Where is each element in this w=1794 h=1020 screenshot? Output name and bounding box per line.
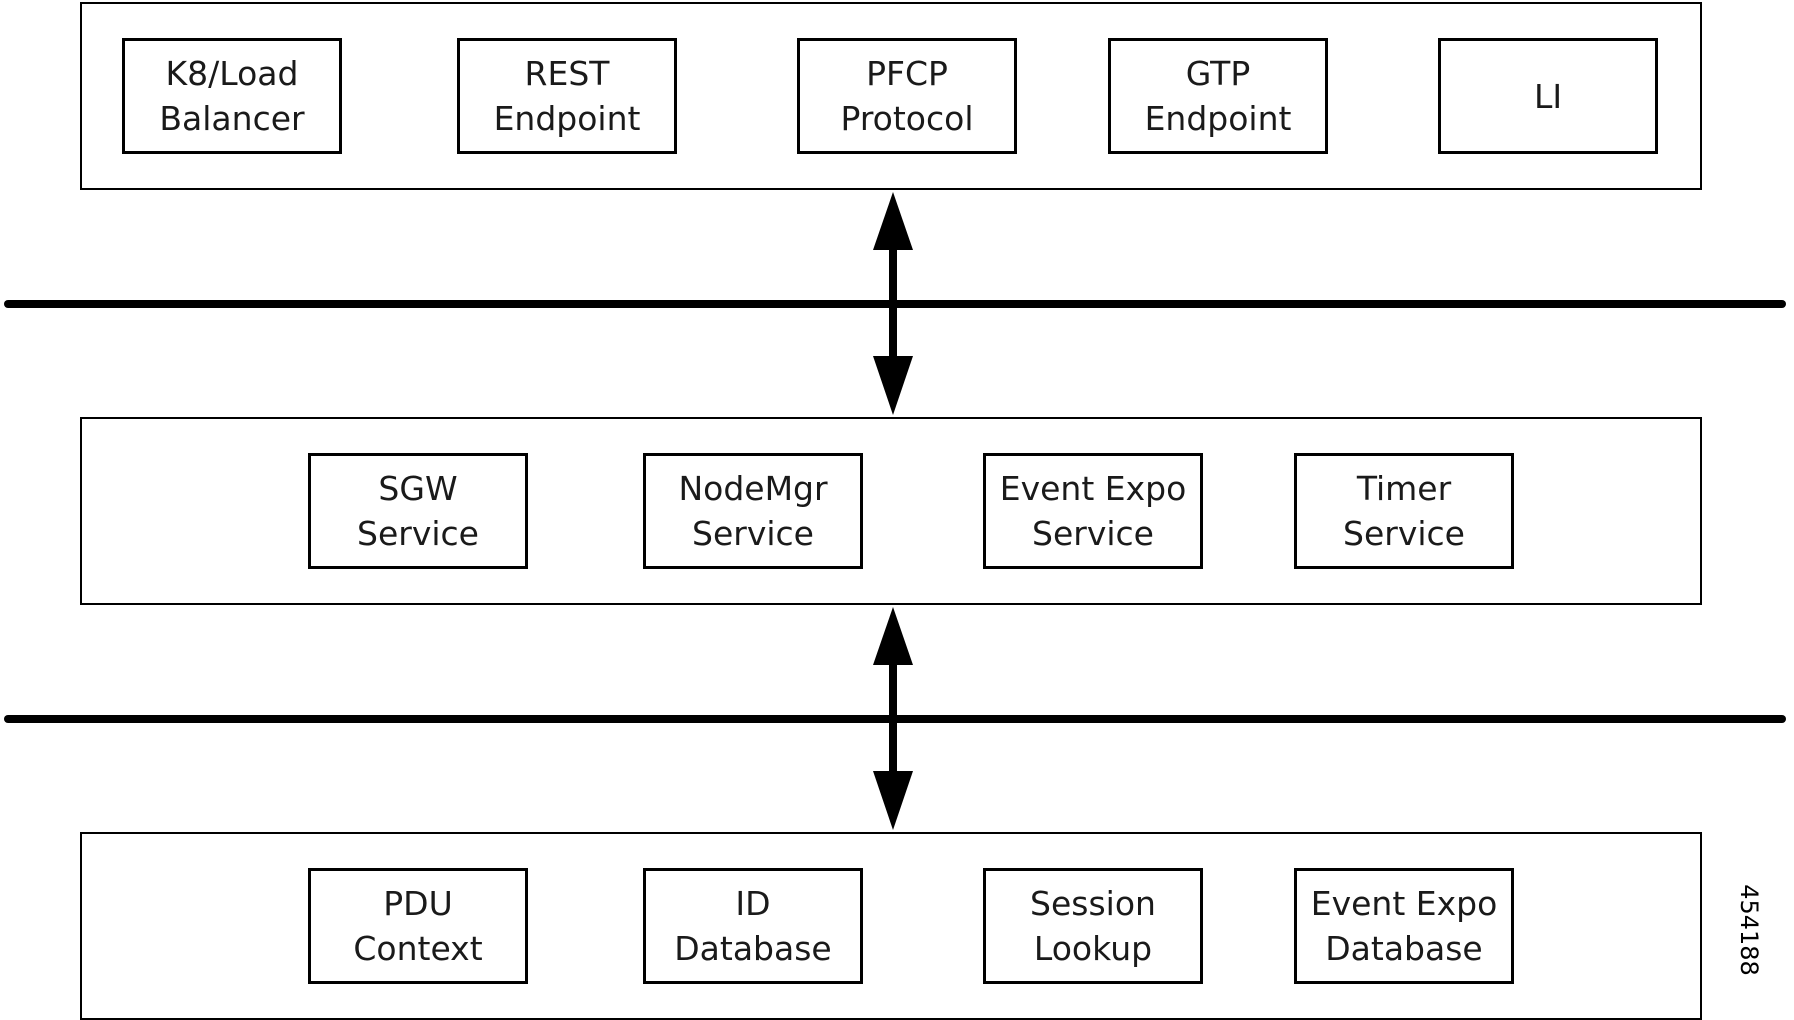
timer-service-box: Timer Service <box>1294 453 1514 569</box>
box-label-line2: Service <box>692 514 814 553</box>
box-label-line1: ID <box>735 884 771 923</box>
box-label-line2: Service <box>1343 514 1465 553</box>
box-label-line2: Context <box>353 929 483 968</box>
box-label-line1: Event Expo <box>999 469 1187 508</box>
id-database-box: ID Database <box>643 868 863 984</box>
pdu-context-box: PDU Context <box>308 868 528 984</box>
box-label-line2: Service <box>357 514 479 553</box>
box-label-line2: Endpoint <box>493 99 641 138</box>
box-label-line1: PFCP <box>866 54 948 93</box>
box-label-line2: Lookup <box>1033 929 1153 968</box>
box-label-line2: Protocol <box>840 99 974 138</box>
box-label-line2: Database <box>674 929 832 968</box>
box-label-line1: LI <box>1533 76 1563 116</box>
event-expo-database-box: Event Expo Database <box>1294 868 1514 984</box>
box-label-line2: Database <box>1325 929 1483 968</box>
box-label-line2: Endpoint <box>1144 99 1292 138</box>
box-label-line1: Event Expo <box>1310 884 1498 923</box>
sgw-service-box: SGW Service <box>308 453 528 569</box>
rest-endpoint-box: REST Endpoint <box>457 38 677 154</box>
box-label-line1: NodeMgr <box>678 469 828 508</box>
pfcp-protocol-box: PFCP Protocol <box>797 38 1017 154</box>
box-label-line1: REST <box>524 54 610 93</box>
box-label-line1: GTP <box>1185 54 1251 93</box>
figure-id-text: 454188 <box>1735 884 1763 976</box>
box-label-line1: PDU <box>383 884 453 923</box>
box-label-line1: Session <box>1030 884 1156 923</box>
event-expo-service-box: Event Expo Service <box>983 453 1203 569</box>
nodemgr-service-box: NodeMgr Service <box>643 453 863 569</box>
gtp-endpoint-box: GTP Endpoint <box>1108 38 1328 154</box>
k8-load-balancer-box: K8/Load Balancer <box>122 38 342 154</box>
box-label-line1: K8/Load <box>165 54 299 93</box>
session-lookup-box: Session Lookup <box>983 868 1203 984</box>
top-middle-double-arrow <box>873 192 913 415</box>
box-label-line1: SGW <box>378 469 458 508</box>
box-label-line1: Timer <box>1356 469 1452 508</box>
li-box: LI <box>1438 38 1658 154</box>
box-label-line2: Service <box>1032 514 1154 553</box>
middle-bottom-double-arrow <box>873 607 913 830</box>
box-label-line2: Balancer <box>159 99 305 138</box>
